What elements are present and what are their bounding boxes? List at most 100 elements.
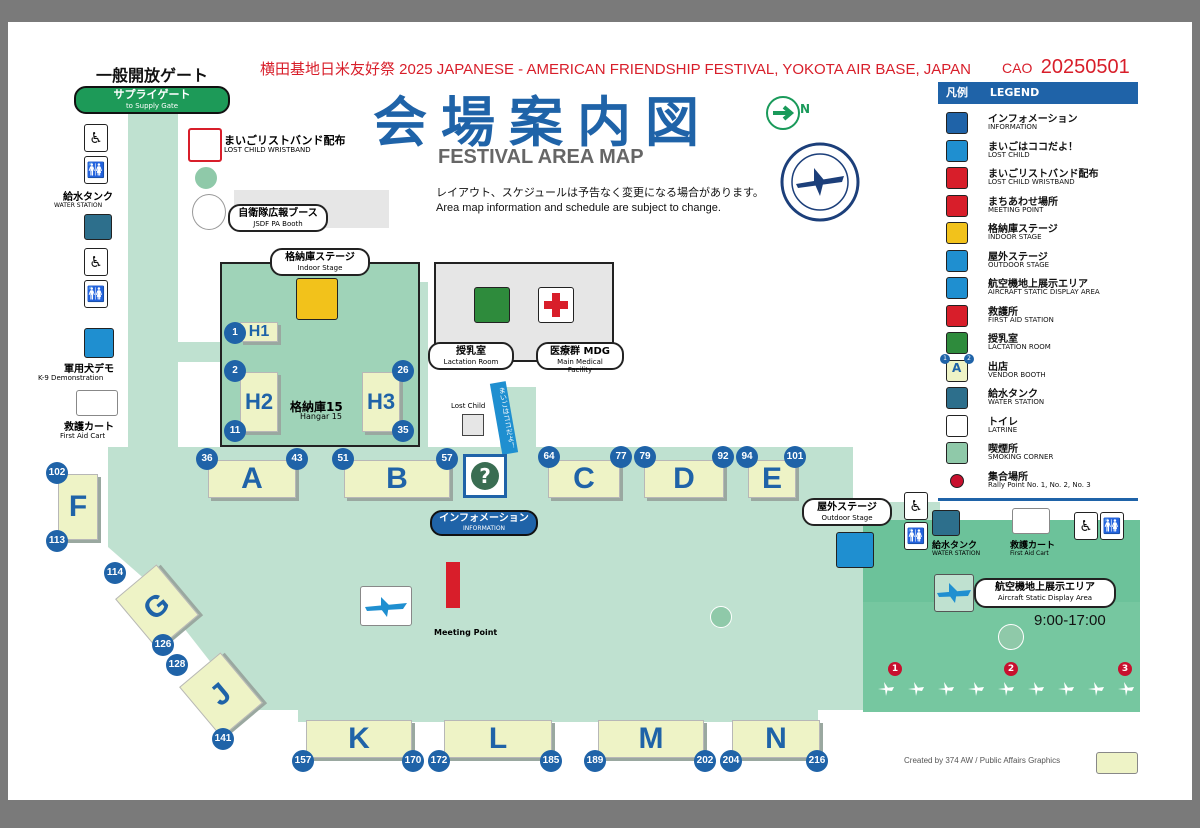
booth-e-end: 101 bbox=[784, 446, 806, 468]
booth-l[interactable]: L bbox=[444, 720, 552, 758]
legend-item-en: MEETING POINT bbox=[988, 205, 1044, 214]
booth-d-start: 79 bbox=[634, 446, 656, 468]
booth-a[interactable]: A bbox=[208, 460, 296, 498]
booth-e-start: 94 bbox=[736, 446, 758, 468]
booth-e[interactable]: E bbox=[748, 460, 796, 498]
hangar-area-h3[interactable]: H3 bbox=[362, 372, 400, 432]
booth-m[interactable]: M bbox=[598, 720, 704, 758]
lost-child-label: Lost Child bbox=[451, 402, 486, 410]
h3-start-number: 26 bbox=[392, 360, 414, 382]
static-lower-band bbox=[863, 602, 1140, 712]
hangar-label-en: Hangar 15 bbox=[300, 412, 342, 421]
booth-f-start: 102 bbox=[46, 462, 68, 484]
water-icon bbox=[946, 387, 968, 409]
legend-item-ja: 航空機地上展示エリア bbox=[988, 279, 1088, 290]
north-arrow-icon bbox=[766, 96, 800, 130]
booth-c-start: 64 bbox=[538, 446, 560, 468]
water-station-label-ja: 給水タンク bbox=[63, 192, 113, 203]
cao-code: CAO 20250501 bbox=[1002, 56, 1130, 79]
h1-number: 1 bbox=[224, 322, 246, 344]
legend-item-ja: インフォメーション bbox=[988, 114, 1078, 125]
h2-start-number: 2 bbox=[224, 360, 246, 382]
first-aid-station-icon bbox=[538, 287, 574, 323]
legend-item-en: WATER STATION bbox=[988, 398, 1045, 406]
water-tank-icon bbox=[84, 214, 112, 240]
water-tank-icon bbox=[932, 510, 960, 536]
legend-item-ja: まいごリストバンド配布 bbox=[988, 169, 1099, 180]
booth-m-start: 189 bbox=[584, 750, 606, 772]
k9-dog-icon bbox=[84, 328, 114, 358]
toilet-icon: 🚻 bbox=[84, 156, 108, 184]
rally-point-icon bbox=[950, 473, 964, 488]
lactation-icon bbox=[946, 332, 968, 354]
legend-title-ja: 凡例 bbox=[946, 86, 968, 99]
booth-d[interactable]: D bbox=[644, 460, 724, 498]
booth-b-start: 51 bbox=[332, 448, 354, 470]
k9-label-en: K-9 Demonstration bbox=[38, 374, 104, 382]
accessible-toilet-icon: ♿ bbox=[84, 248, 108, 276]
legend-item-en: INDOOR STAGE bbox=[988, 233, 1042, 241]
legend-item: まいごはココだよ！LOST CHILD bbox=[946, 138, 1136, 162]
booth-m-end: 202 bbox=[694, 750, 716, 772]
info-icon bbox=[946, 112, 968, 134]
jsdf-mascot-icon bbox=[192, 194, 226, 230]
lactation-icon bbox=[474, 287, 510, 323]
booth-n-end: 216 bbox=[806, 750, 828, 772]
legend-item-en: SMOKING CORNER bbox=[988, 453, 1054, 461]
wristband-icon bbox=[946, 167, 968, 189]
rally-point-3: 3 bbox=[1118, 662, 1132, 676]
legend-header: 凡例 LEGEND bbox=[938, 82, 1138, 104]
aircraft-icon bbox=[365, 597, 407, 617]
north-arrow-glyph bbox=[773, 105, 795, 121]
booth-k[interactable]: K bbox=[306, 720, 412, 758]
hangar-label-ja: 格納庫15 bbox=[290, 400, 343, 414]
indoor-stage-icon bbox=[296, 278, 338, 320]
h2-end-number: 11 bbox=[224, 420, 246, 442]
information-ja: インフォメーション bbox=[439, 513, 529, 524]
vendor-icon-number-a: 1 bbox=[940, 353, 950, 364]
booth-n[interactable]: N bbox=[732, 720, 820, 758]
static-aircraft-icon bbox=[934, 574, 974, 612]
vendor-icon-number-b: 2 bbox=[964, 353, 974, 364]
legend-item-ja: まちあわせ場所 bbox=[988, 196, 1058, 208]
information-label: インフォメーション INFORMATION bbox=[430, 510, 538, 536]
booth-k-start: 157 bbox=[292, 750, 314, 772]
legend-item-en: LATRINE bbox=[988, 425, 1018, 434]
aircraft-icon bbox=[937, 583, 971, 603]
information-icon[interactable]: ? bbox=[463, 454, 507, 498]
legend-item-en: INFORMATION bbox=[988, 123, 1038, 131]
lactation-room-label: 授乳室 Lactation Room bbox=[428, 342, 514, 370]
toilet-icon: 🚻 bbox=[904, 522, 928, 550]
accessible-toilet-icon: ♿ bbox=[1074, 512, 1098, 540]
yokota-emblem-icon bbox=[780, 142, 860, 222]
info-question-glyph: ? bbox=[471, 462, 499, 490]
smoking-icon bbox=[946, 442, 968, 464]
legend-item-ja: まいごはココだよ！ bbox=[988, 141, 1078, 153]
outdoor-stage-ja: 屋外ステージ bbox=[817, 502, 877, 513]
hangar-area-h2[interactable]: H2 bbox=[240, 372, 278, 432]
rally-point-2: 2 bbox=[1004, 662, 1018, 676]
plaza-aircraft-display bbox=[360, 586, 412, 626]
legend-bottom-rule bbox=[938, 498, 1138, 501]
legend-item-ja: 集合場所 bbox=[988, 471, 1028, 483]
booth-c[interactable]: C bbox=[548, 460, 620, 498]
mdg-en: Main Medical Facility bbox=[557, 358, 603, 374]
legend-item-ja: 授乳室 bbox=[988, 334, 1018, 345]
booth-g-start: 114 bbox=[104, 562, 126, 584]
legend-item-ja: 給水タンク bbox=[988, 389, 1038, 400]
water-station-label-en: WATER STATION bbox=[54, 202, 103, 209]
jsdf-label-ja: 自衛隊広報ブース bbox=[238, 208, 318, 219]
cao-label: CAO bbox=[1002, 60, 1033, 76]
booth-f[interactable]: F bbox=[58, 474, 98, 540]
booth-b[interactable]: B bbox=[344, 460, 450, 498]
indoor-stage-ja: 格納庫ステージ bbox=[285, 252, 355, 263]
static-hours: 9:00-17:00 bbox=[1034, 612, 1106, 629]
hangar-area-h1[interactable]: H1 bbox=[240, 322, 278, 342]
accessible-toilet-icon: ♿ bbox=[84, 124, 108, 152]
